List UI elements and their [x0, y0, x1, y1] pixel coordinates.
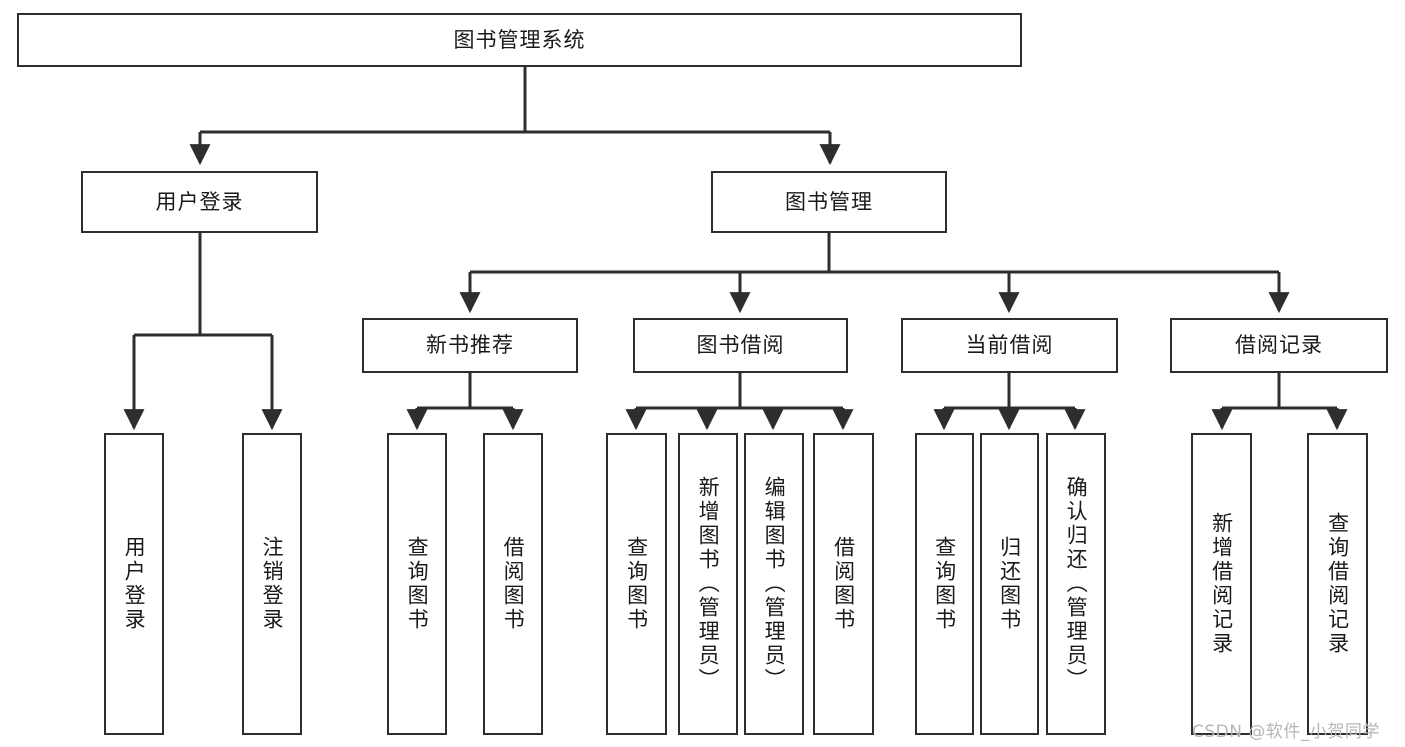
- leaf-user-login-logout-label: 注销登录: [260, 536, 285, 632]
- node-root[interactable]: 图书管理系统: [17, 13, 1022, 67]
- leaf-book-borrow-add-label: 新增图书（管理员）: [696, 476, 721, 692]
- leaf-book-borrow-query[interactable]: 查询图书: [606, 433, 667, 735]
- leaf-book-borrow-edit-label: 编辑图书（管理员）: [762, 476, 787, 692]
- leaf-current-borrow-return-label: 归还图书: [997, 536, 1022, 632]
- node-user-login[interactable]: 用户登录: [81, 171, 318, 233]
- node-user-login-label: 用户登录: [155, 189, 244, 214]
- node-book-borrow-label: 图书借阅: [696, 333, 785, 358]
- leaf-new-book-borrow-label: 借阅图书: [501, 536, 526, 632]
- node-book-management[interactable]: 图书管理: [711, 171, 947, 233]
- leaf-book-borrow-borrow-label: 借阅图书: [831, 536, 856, 632]
- leaf-book-borrow-query-label: 查询图书: [624, 536, 649, 632]
- leaf-book-borrow-borrow[interactable]: 借阅图书: [813, 433, 874, 735]
- leaf-user-login-logout[interactable]: 注销登录: [242, 433, 302, 735]
- csdn-watermark: CSDN @软件_小贺同学: [1192, 722, 1380, 742]
- leaf-current-borrow-confirm-return-label: 确认归还（管理员）: [1064, 476, 1089, 692]
- node-current-borrow-label: 当前借阅: [965, 333, 1054, 358]
- node-borrow-record[interactable]: 借阅记录: [1170, 318, 1388, 373]
- leaf-book-borrow-add[interactable]: 新增图书（管理员）: [678, 433, 738, 735]
- leaf-new-book-borrow[interactable]: 借阅图书: [483, 433, 543, 735]
- leaf-user-login-login-label: 用户登录: [122, 536, 147, 632]
- leaf-borrow-record-add[interactable]: 新增借阅记录: [1191, 433, 1252, 735]
- node-new-book-recommend-label: 新书推荐: [426, 333, 514, 358]
- leaf-current-borrow-confirm-return[interactable]: 确认归还（管理员）: [1046, 433, 1106, 735]
- leaf-current-borrow-return[interactable]: 归还图书: [980, 433, 1039, 735]
- leaf-new-book-query-label: 查询图书: [405, 536, 430, 632]
- leaf-user-login-login[interactable]: 用户登录: [104, 433, 164, 735]
- node-book-borrow[interactable]: 图书借阅: [633, 318, 848, 373]
- leaf-current-borrow-query[interactable]: 查询图书: [915, 433, 974, 735]
- leaf-borrow-record-query[interactable]: 查询借阅记录: [1307, 433, 1368, 735]
- leaf-book-borrow-edit[interactable]: 编辑图书（管理员）: [744, 433, 804, 735]
- node-current-borrow[interactable]: 当前借阅: [901, 318, 1118, 373]
- node-root-label: 图书管理系统: [453, 27, 586, 52]
- leaf-new-book-query[interactable]: 查询图书: [387, 433, 447, 735]
- leaf-current-borrow-query-label: 查询图书: [932, 536, 957, 632]
- node-book-management-label: 图书管理: [785, 189, 873, 214]
- leaf-borrow-record-query-label: 查询借阅记录: [1325, 512, 1350, 656]
- node-borrow-record-label: 借阅记录: [1235, 333, 1323, 358]
- node-new-book-recommend[interactable]: 新书推荐: [362, 318, 578, 373]
- leaf-borrow-record-add-label: 新增借阅记录: [1209, 512, 1234, 656]
